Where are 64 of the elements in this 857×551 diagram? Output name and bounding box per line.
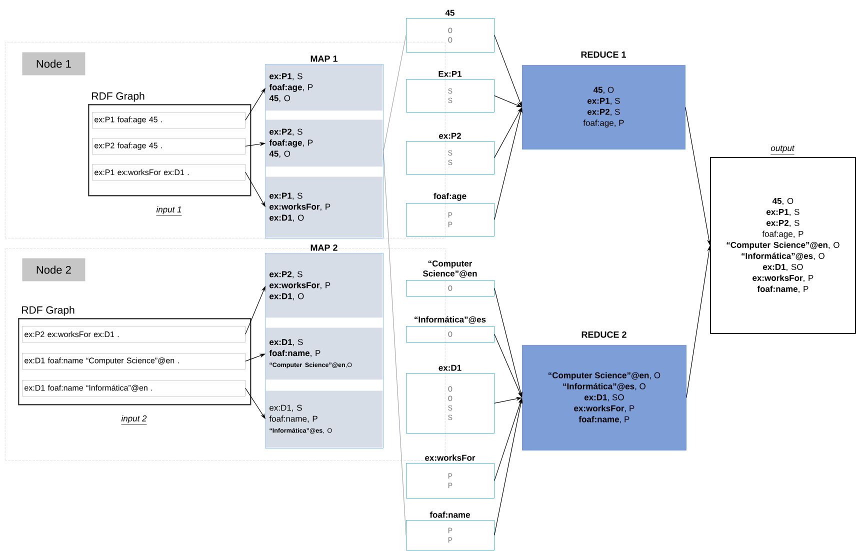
key-box: P P — [406, 520, 494, 550]
triple-row: ex:P2 ex:worksFor ex:D1 . — [22, 326, 246, 342]
box-heading: MAP 2 — [310, 244, 338, 251]
node-label: S — [448, 414, 452, 420]
map-record: ex:P2, S foaf:age, P 45, O — [266, 120, 383, 167]
key-heading: Ex:P1 — [438, 70, 462, 77]
key-box: O — [406, 326, 494, 342]
node-label: “Informática”@es, O — [742, 252, 824, 260]
node-label: foaf:age, P — [762, 230, 804, 239]
box-heading: RDF Graph — [22, 306, 74, 316]
triple-row: ex:D1 foaf:name “Computer Science”@en . — [22, 353, 246, 370]
node-label: ex:P2, S — [587, 108, 620, 116]
node-label: 45, O — [772, 198, 794, 205]
key-heading: ex:D1 — [438, 364, 462, 371]
node-label: O — [448, 386, 452, 392]
node-label: ex:D1, SO — [584, 394, 624, 402]
key-heading: foaf:age — [434, 192, 466, 201]
key-box: P P — [406, 203, 494, 236]
output-heading: output — [770, 146, 795, 154]
node-label: Node 1 — [22, 52, 86, 76]
reduce-box: 45, O ex:P1, S ex:P2, S foaf:age, P — [522, 65, 686, 150]
box-heading: REDUCE 2 — [582, 331, 626, 338]
output-box: 45, O ex:P1, S ex:P2, S foaf:age, P “Computer Science”@en, O “Informática”@es, O ex:D1, SO ex:worksFor, P foaf:name, P — [710, 157, 856, 334]
key-heading: “Informática”@es — [414, 316, 486, 324]
key-heading: ex:P2 — [439, 132, 461, 139]
key-box: S S — [406, 141, 494, 174]
triple-row: ex:P1 ex:worksFor ex:D1 . — [92, 164, 246, 180]
box-heading: MAP 1 — [310, 56, 338, 62]
triple-row: ex:D1 foaf:name “Informática”@en . — [22, 380, 246, 396]
node-label: Node 2 — [22, 258, 86, 282]
map-record: ex:P1, S ex:worksFor, P ex:D1, O — [266, 176, 383, 238]
node-label: 45, O — [593, 86, 614, 94]
node-label: foaf:name, P — [757, 286, 808, 293]
node-label: ex:D1, SO — [762, 264, 803, 271]
map-record: ex:P1, S foaf:age, P 45, O — [266, 64, 383, 111]
node-label: “Computer Science”@en, O — [726, 242, 840, 250]
key-heading: “Computer Science”@en — [422, 260, 477, 278]
triple-row: ex:P2 foaf:age 45 . — [92, 138, 246, 154]
triple-row: ex:P1 foaf:age 45 . — [92, 112, 246, 128]
node-label: ex:worksFor, P — [752, 274, 814, 282]
node-label: “Computer Science”@en, O — [548, 372, 660, 380]
node-label: ex:P1, S — [587, 98, 620, 105]
node-label: ex:P1, S — [766, 208, 800, 216]
input-caption: input 1 — [156, 206, 182, 216]
key-box: S S — [406, 79, 494, 112]
key-heading: ex:worksFor — [425, 454, 476, 461]
box-heading: REDUCE 1 — [581, 51, 626, 58]
box-heading: RDF Graph — [92, 92, 144, 102]
input-caption: input 2 — [121, 415, 147, 425]
map-record: ex:P2, S ex:worksFor, P ex:D1, O — [266, 254, 383, 318]
node-label: ex:worksFor, P — [574, 405, 634, 412]
key-heading: 45 — [445, 10, 454, 16]
key-box: O — [406, 280, 494, 296]
node-label: O — [448, 396, 452, 402]
node-label: ex:P2, S — [766, 220, 800, 227]
key-box: P P — [406, 463, 494, 498]
key-heading: foaf:name — [430, 512, 470, 518]
reduce-box: “Computer Science”@en, O “Informática”@es, O ex:D1, SO ex:worksFor, P foaf:name, P — [522, 345, 686, 450]
key-box: O O — [406, 18, 494, 52]
node-label: foaf:age, P — [583, 120, 624, 128]
node-label: foaf:name, P — [578, 416, 630, 424]
node-label: S — [448, 405, 452, 411]
key-box: O O S S — [406, 373, 494, 434]
node-label: “Informática”@es, O — [563, 382, 646, 391]
